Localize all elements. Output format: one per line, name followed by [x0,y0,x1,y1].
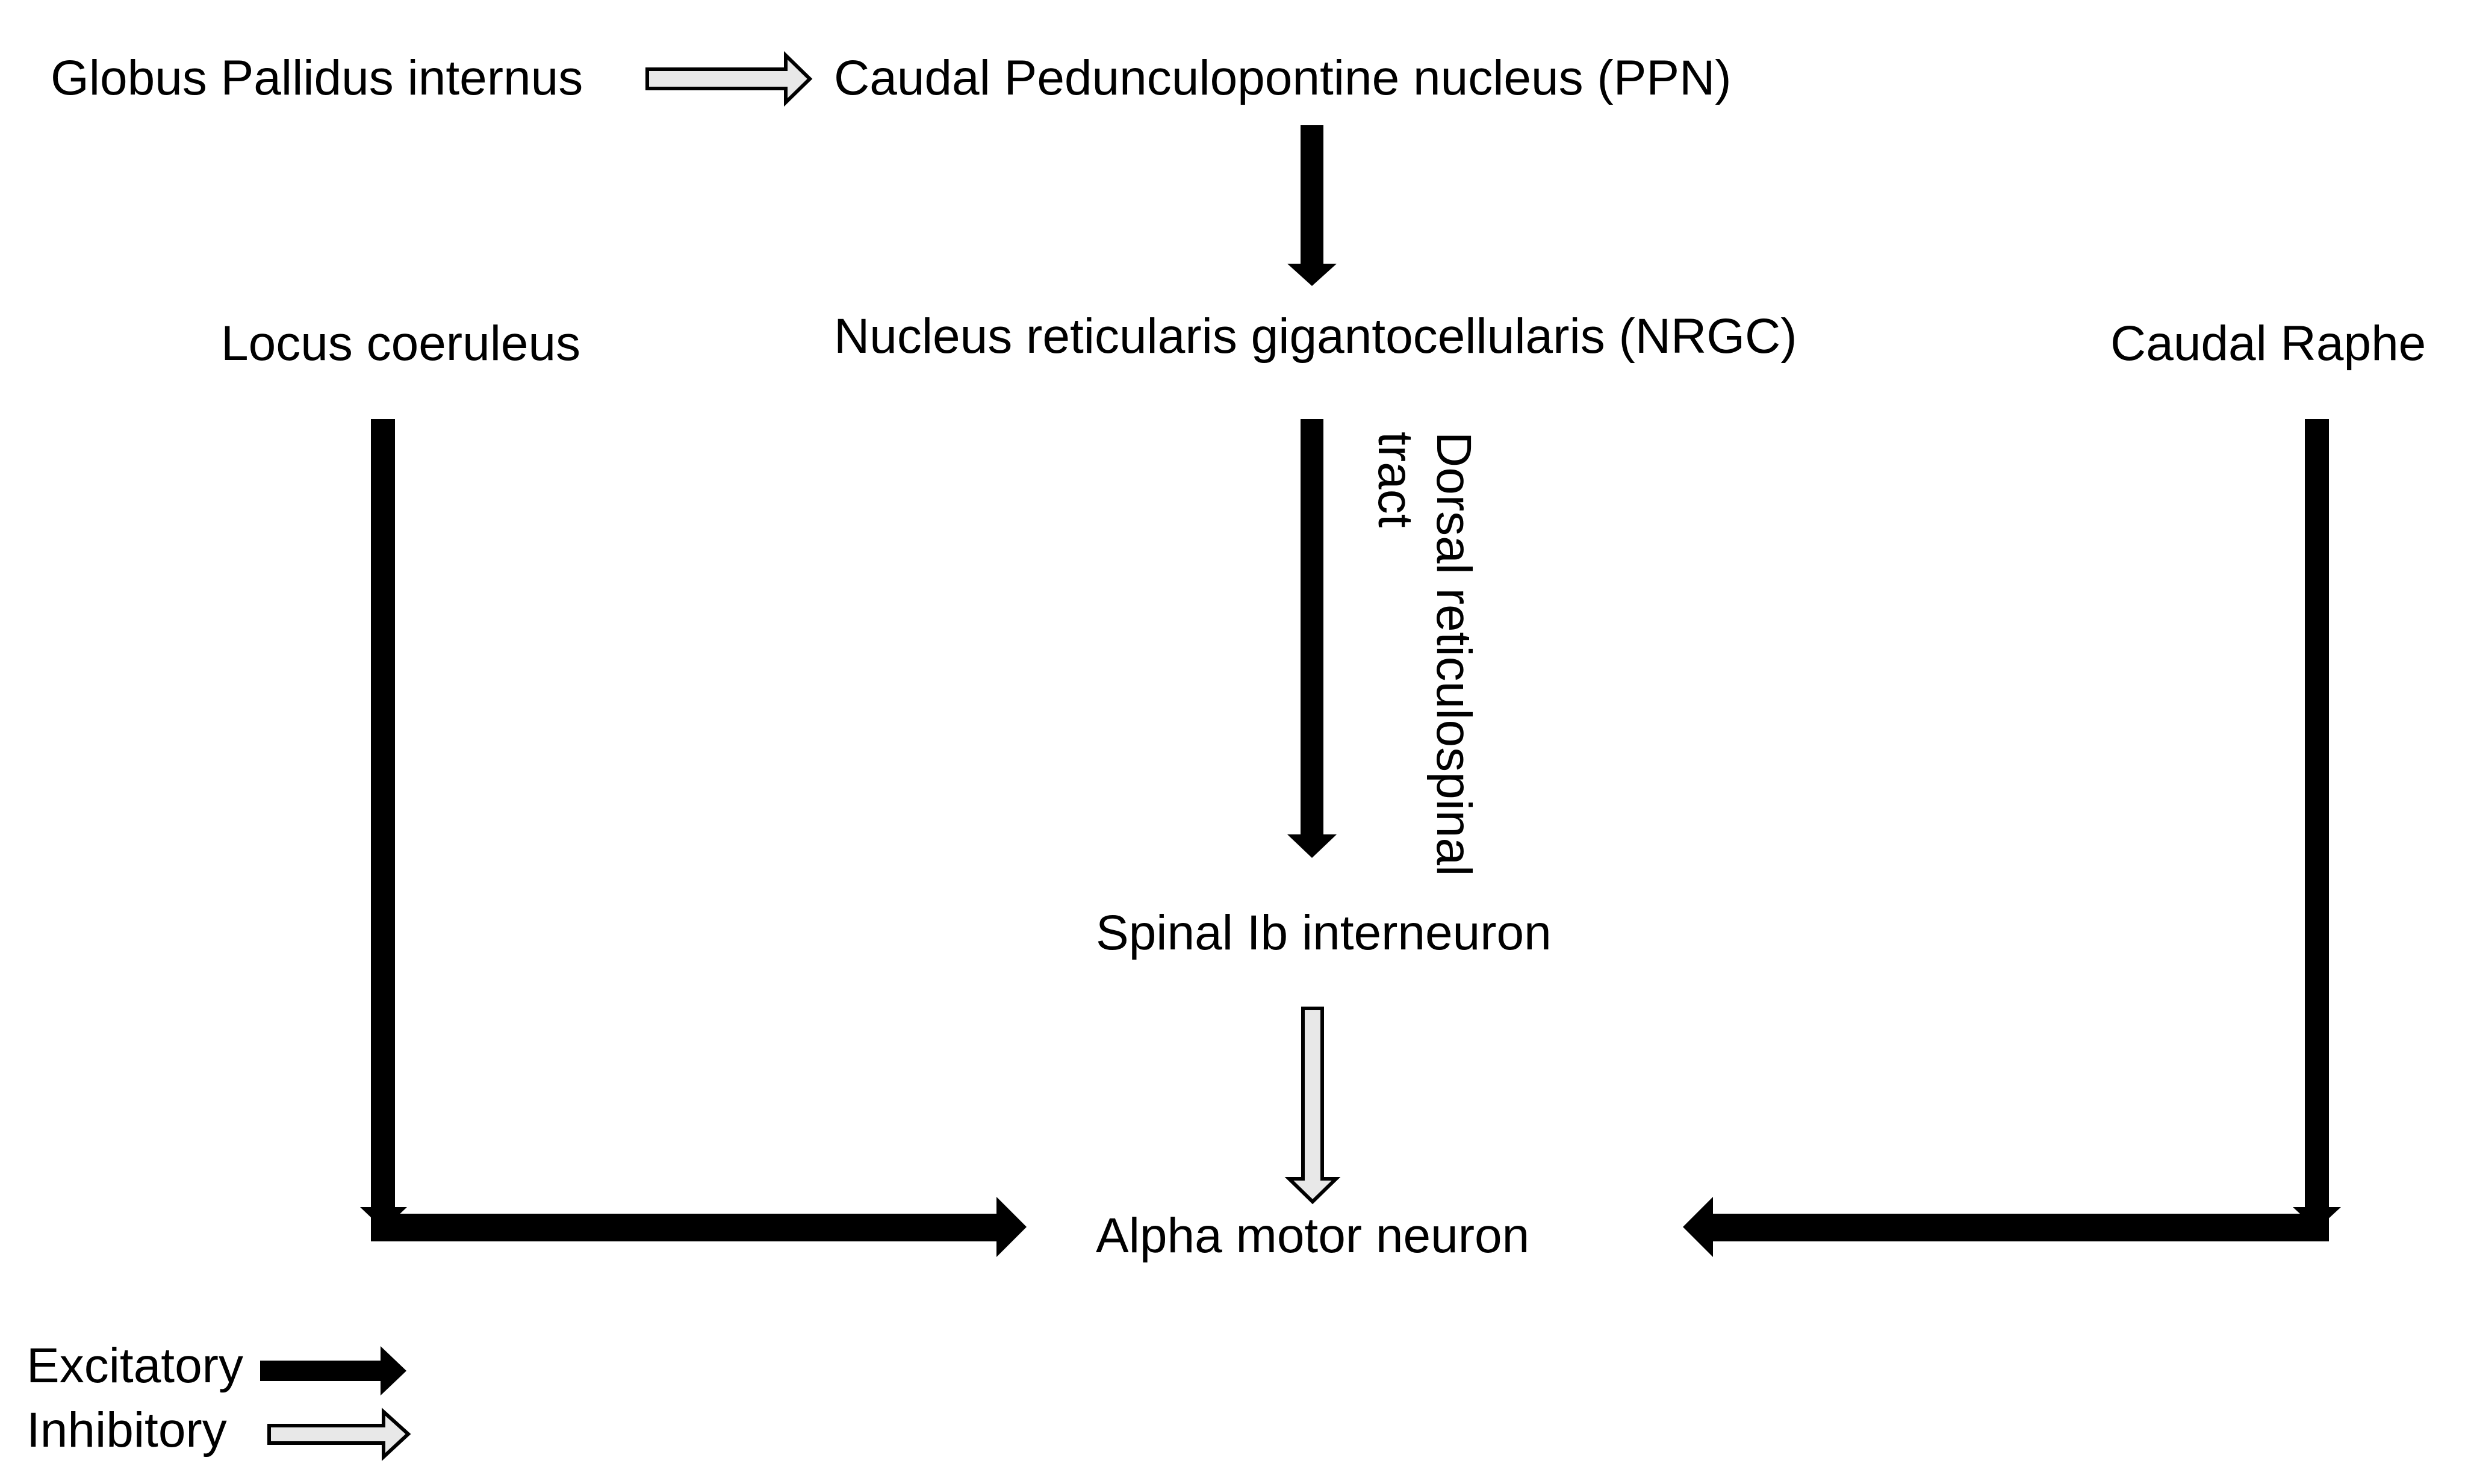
legend-inhibitory-label: Inhibitory [26,1403,227,1458]
node-caudal-ppn: Caudal Pedunculopontine nucleus (PPN) [834,51,1732,105]
excitatory-arrow-raphe-to-alpha [1683,1197,2329,1257]
excitatory-arrow-ppn-to-nrgc [1287,125,1337,286]
legend-excitatory-arrow [260,1346,406,1396]
node-locus-coeruleus: Locus coeruleus [221,316,580,371]
node-caudal-raphe: Caudal Raphe [2110,316,2426,371]
node-spinal-ib-interneuron: Spinal Ib interneuron [1096,905,1552,960]
edge-label-tract: tract [1368,432,1423,528]
legend-inhibitory-arrow [267,1408,411,1461]
legend-excitatory-label: Excitatory [26,1338,243,1393]
inhibitory-arrow-interneuron-to-alpha [1284,1007,1341,1205]
raphe-pathway-vertical [2305,419,2329,1214]
legend: Excitatory Inhibitory [26,1338,411,1461]
edge-label-dorsal-reticulospinal: Dorsal reticulospinal [1426,432,1481,876]
excitatory-arrow-nrgc-to-interneuron [1287,419,1337,858]
node-nrgc: Nucleus reticularis gigantocellularis (N… [834,309,1797,364]
inhibitory-arrow-gpi-to-ppn [645,51,813,107]
node-globus-pallidus-internus: Globus Pallidus internus [51,51,583,105]
excitatory-arrow-locus-to-alpha [371,1197,1027,1257]
node-alpha-motor-neuron: Alpha motor neuron [1096,1208,1529,1263]
locus-pathway-vertical [371,419,395,1214]
